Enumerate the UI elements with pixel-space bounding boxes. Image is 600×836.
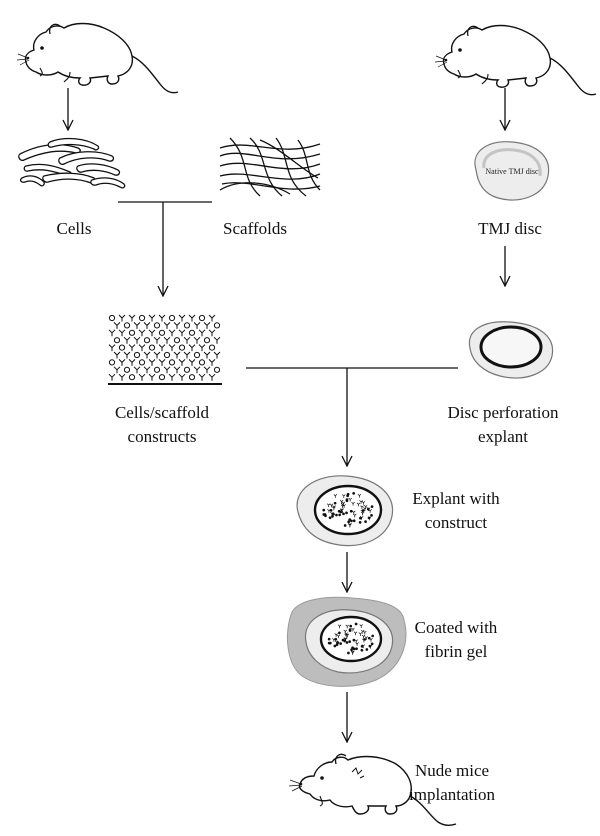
cells-label: Cells — [57, 219, 92, 238]
constructs-label-line2: constructs — [128, 427, 197, 446]
explant-label-line2: construct — [425, 513, 488, 532]
native-tmj-disc-label: Native TMJ disc — [485, 167, 539, 176]
scaffolds-label: Scaffolds — [223, 219, 287, 238]
fibrin-coated-icon — [286, 596, 407, 687]
coated-label-line2: fibrin gel — [425, 642, 488, 661]
construct-pattern-icon — [108, 314, 222, 385]
coated-label-line1: Coated with — [415, 618, 498, 637]
explant-construct-icon — [296, 475, 394, 547]
perforated-disc-icon — [468, 321, 554, 379]
explant-label-line1: Explant with — [412, 489, 500, 508]
perforation-label-line2: explant — [478, 427, 528, 446]
perforation-label-line1: Disc perforation — [448, 403, 559, 422]
source-rat-left-icon — [16, 22, 179, 94]
tmj-disc-label: TMJ disc — [478, 219, 542, 238]
nude-mice-label-line2: implantation — [409, 785, 495, 804]
cells-illustration-icon — [18, 137, 126, 189]
tmj-disc-icon: Native TMJ disc — [474, 141, 550, 201]
scaffold-fibers-icon — [219, 137, 321, 197]
nude-mice-label-line1: Nude mice — [415, 761, 489, 780]
source-rat-right-icon — [434, 24, 597, 96]
constructs-label-line1: Cells/scaffold — [115, 403, 210, 422]
